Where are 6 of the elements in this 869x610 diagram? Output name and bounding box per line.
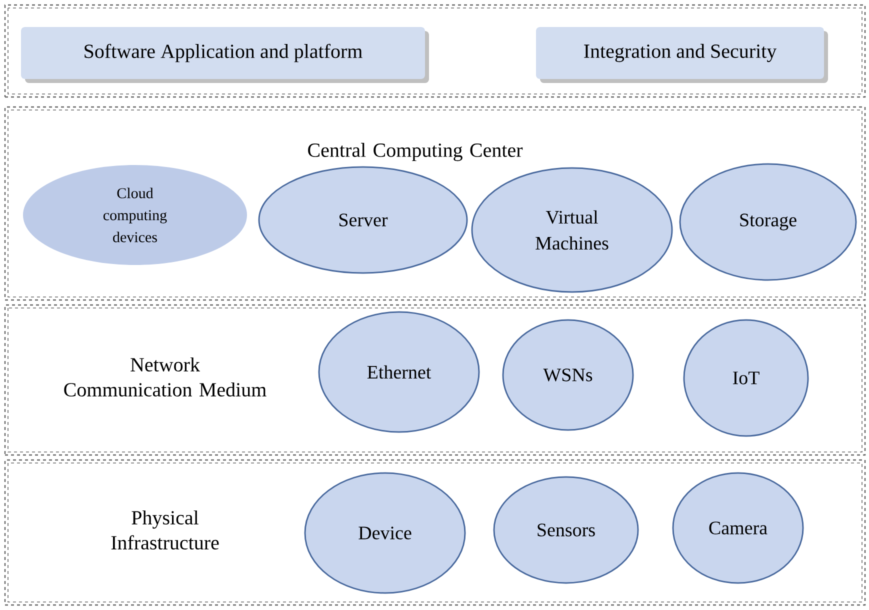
- layer-title: Network Communication Medium: [64, 357, 266, 397]
- layer-title: Central Computing Center: [308, 142, 523, 162]
- component-box: Software Application and platform: [21, 27, 429, 83]
- layer-title: Physical Infrastructure: [111, 510, 219, 550]
- component-box: Integration and Security: [536, 27, 828, 83]
- layer-band: [4, 4, 866, 98]
